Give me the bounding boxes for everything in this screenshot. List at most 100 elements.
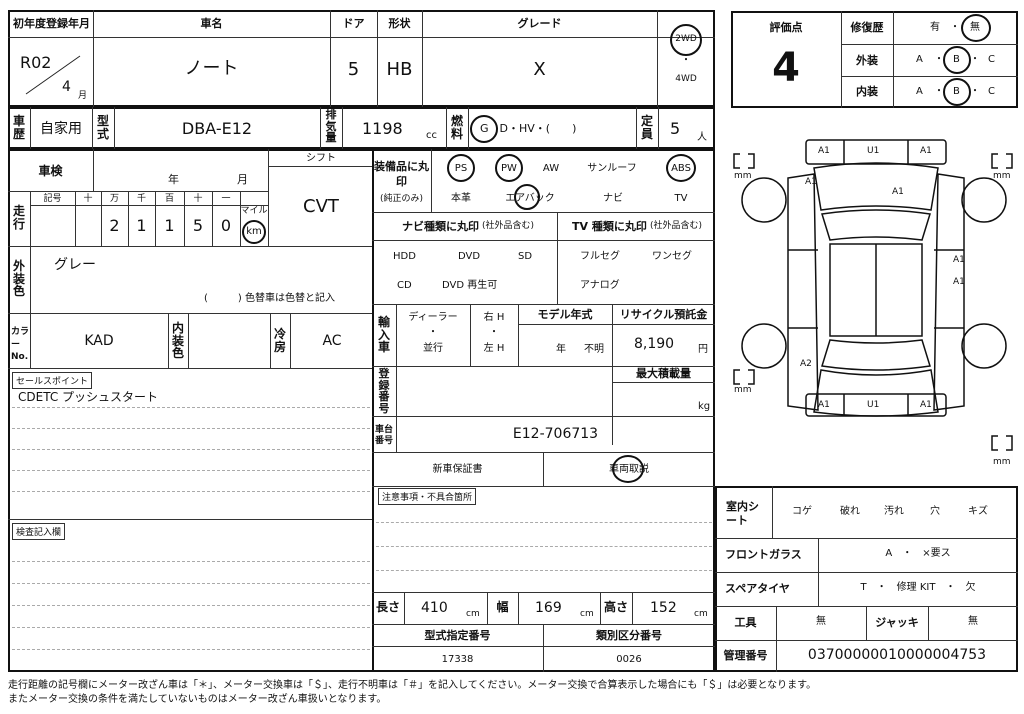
score-block [731,11,1018,108]
divider [128,191,129,246]
circle-mark [514,184,540,210]
color-no: KAD [84,333,114,349]
divider [928,606,929,640]
type-value: 17338 [441,654,474,665]
divider [468,107,469,149]
divider [114,107,115,149]
sheet-hole: 穴 [930,506,940,517]
score-label: 評価点 [769,21,803,34]
divider [290,313,291,368]
divider [841,11,842,108]
divider [372,416,715,417]
footer-line2: またメーター交換の条件を満たしていないものはメーター改ざん車扱いとなります。 [8,694,387,705]
divider [841,76,1018,77]
sales-point-text: CDETC プッシュスタート [18,390,159,404]
ruled-line [12,649,370,650]
navi-sd: SD [518,251,533,262]
mm-label: mm [734,385,752,395]
displacement-label: 排気量 [325,108,337,145]
circle-mark [447,154,475,182]
jack-label: ジャッキ [875,616,919,629]
divider [377,10,378,107]
divider [893,11,894,108]
capacity: 5 [670,119,681,138]
header-divider [8,37,715,38]
digit-header: 十 [193,194,203,204]
tv-oneseg: ワンセグ [652,251,692,262]
repair-options: 有 ・ 無 [930,22,980,33]
divider [268,149,269,246]
circle-mark [242,220,266,244]
grade-dot: ・ [970,54,980,65]
grade: X [533,59,546,80]
import-label: 輸入車 [377,315,390,355]
divider [330,10,331,107]
width-unit: cm [580,609,594,619]
notes-label: 注意事項・不具合箇所 [378,488,477,505]
front-bumper-shape [805,139,947,165]
divider [93,10,94,107]
equip-aw: AW [542,163,560,174]
divider [184,191,185,246]
divider [841,44,1018,45]
ruled-line [12,627,370,628]
shape: HB [386,59,413,80]
digit-header: 一 [221,194,231,204]
navi-hdd: HDD [393,251,416,262]
divider [772,486,773,538]
windshield-label: フロントガラス [725,548,802,561]
divider [543,452,544,486]
circle-mark [670,24,702,56]
divider [30,191,31,246]
divider [342,107,343,149]
class-label: 類別区分番号 [596,629,662,642]
tv-label: TV 種類に丸印 [572,220,647,233]
windshield-shape [821,209,931,241]
wheel-rear-left [741,323,787,369]
wheel-front-left [741,177,787,223]
divider [543,624,544,672]
divider [612,382,715,383]
bracket [991,153,998,169]
fuel-options: G D・HV・( ) [480,122,577,135]
first-reg-era: R02 [20,53,52,72]
circle-mark [961,14,991,42]
ruled-line [12,605,370,606]
divider [396,416,397,452]
mileage-digit: 5 [192,216,204,235]
rear-bumper-shape [805,393,947,417]
divider [92,107,93,149]
divider [30,313,31,368]
color-no-label: カラーNo. [11,327,30,363]
inspection-year-unit: 年 [168,173,179,186]
car-damage-diagram [733,139,1013,451]
height-value: 152 [650,600,677,616]
mileage-label: 走行 [12,204,25,231]
sheet-scratch: キズ [968,506,988,517]
divider [518,592,519,624]
bracket [1006,435,1013,451]
ruled-line [376,570,712,571]
navi-label: ナビ種類に丸印 [402,220,479,233]
score-value: 4 [772,45,800,91]
shape-label: 形状 [388,17,411,30]
divider [404,592,405,624]
navi-dvd: DVD [458,251,481,262]
length-unit: cm [466,609,480,619]
ruled-line [376,546,712,547]
bracket [991,435,998,451]
import-dealer: ディーラー [408,312,458,323]
grade-label: グレード [517,17,562,30]
exterior-color-label: 外装色 [12,259,25,299]
inspection-month-unit: 月 [237,173,248,186]
car-name: ノート [184,58,239,79]
divider [518,304,519,366]
rear-window-shape [821,339,931,371]
chassis-label: 車台番号 [375,425,394,446]
ruled-line [12,561,370,562]
grade-a: A [916,86,923,97]
digit-header: 記号 [43,194,62,204]
drive-dot: ・ [681,55,691,66]
left-side-shape [787,173,819,411]
width-value: 169 [535,600,562,616]
